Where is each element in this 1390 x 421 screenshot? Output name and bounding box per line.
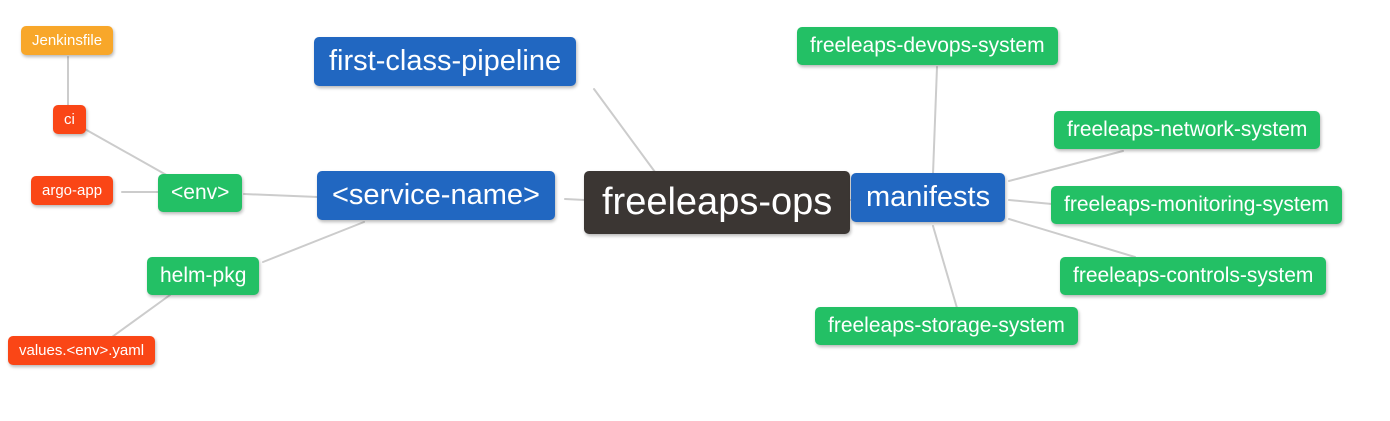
node-manifests[interactable]: manifests xyxy=(851,173,1006,222)
edge-service-name-ops xyxy=(564,198,586,201)
node-freeleaps-monitoring-system[interactable]: freeleaps-monitoring-system xyxy=(1051,186,1342,224)
node-helm-pkg[interactable]: helm-pkg xyxy=(147,257,260,295)
edge-manifests-controls xyxy=(1008,218,1136,258)
edge-manifests-monitoring xyxy=(1008,199,1053,205)
node-values-env-yaml[interactable]: values.<env>.yaml xyxy=(8,336,156,365)
node-env[interactable]: <env> xyxy=(158,174,243,212)
node-freeleaps-devops-system[interactable]: freeleaps-devops-system xyxy=(797,27,1058,65)
node-freeleaps-network-system[interactable]: freeleaps-network-system xyxy=(1054,111,1321,149)
edge-helm-pkg-values-yaml xyxy=(111,294,171,338)
edge-ci-env xyxy=(82,127,171,178)
node-service-name[interactable]: <service-name> xyxy=(317,171,555,220)
edge-env-service-name xyxy=(243,193,319,198)
node-freeleaps-controls-system[interactable]: freeleaps-controls-system xyxy=(1060,257,1327,295)
node-freeleaps-storage-system[interactable]: freeleaps-storage-system xyxy=(815,307,1078,345)
edge-manifests-network xyxy=(1008,150,1124,182)
node-first-class-pipeline[interactable]: first-class-pipeline xyxy=(314,37,577,86)
node-argo-app[interactable]: argo-app xyxy=(31,176,114,205)
edge-service-name-helm-pkg xyxy=(262,221,365,263)
edge-manifests-devops xyxy=(932,66,938,175)
node-freeleaps-ops-root[interactable]: freeleaps-ops xyxy=(584,171,851,234)
node-jenkinsfile[interactable]: Jenkinsfile xyxy=(21,26,114,55)
edge-manifests-storage xyxy=(932,225,958,309)
edge-pipeline-ops xyxy=(593,88,656,173)
node-ci[interactable]: ci xyxy=(53,105,86,134)
